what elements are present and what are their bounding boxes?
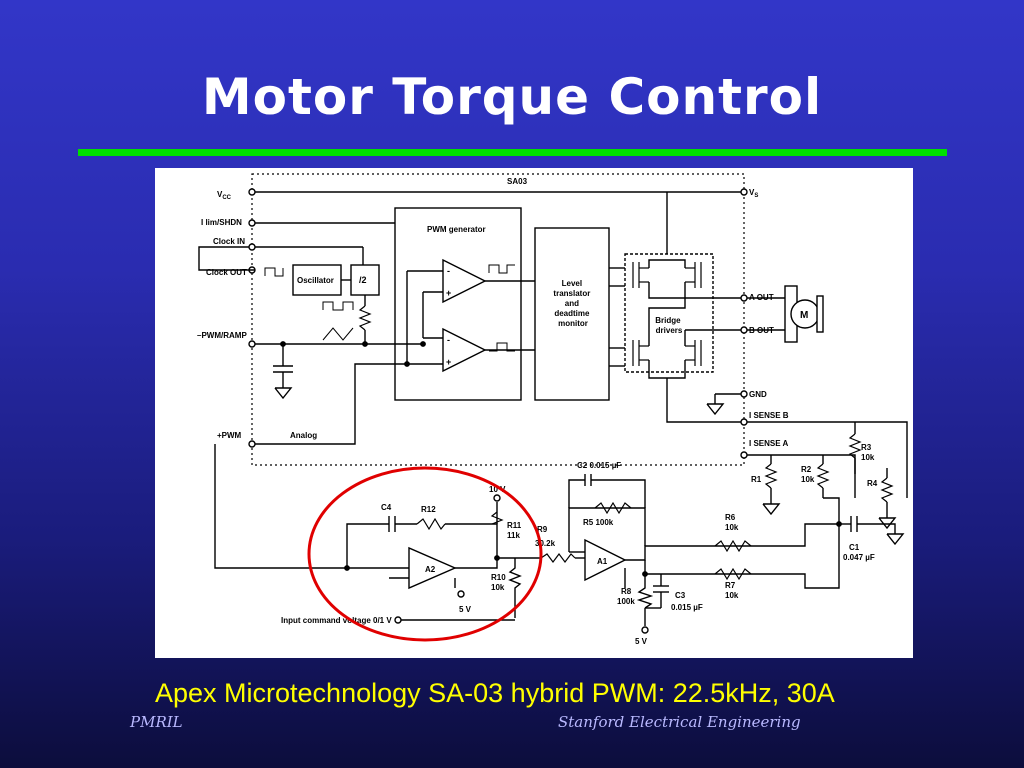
slide-caption: Apex Microtechnology SA-03 hybrid PWM: 2… [155,678,835,708]
divider-label: /2 [359,275,367,285]
svg-text:+: + [446,288,451,298]
pin-ilim-label: I lim/SHDN [201,218,242,227]
r3-value: 10k [861,453,875,462]
c1-value: 0.047 µF [843,553,875,562]
title-underline [78,149,947,156]
level-translator-label: Level translator and deadtime monitor [553,279,592,328]
a1-5v-label: 5 V [635,637,648,646]
r7-label: R7 [725,581,736,590]
bridge-drivers-label: Bridge drivers [655,316,683,335]
motor-label: M [800,310,808,321]
chip-label: SA03 [507,177,528,186]
comparator-lower [442,327,487,373]
opamp-a1 [584,538,627,582]
pwm-generator-label: PWM generator [427,225,486,234]
r8-label: R8 [621,587,632,596]
r8-value: 100k [617,597,635,606]
a2-5v-label: 5 V [459,605,472,614]
r2-label: R2 [801,465,812,474]
pin-pwmplus-label: +PWM [217,431,242,440]
r2-value: 10k [801,475,815,484]
comparator-upper [442,258,487,304]
c3-value: 0.015 µF [671,603,703,612]
pin-vs-label: VS [749,188,758,199]
highlight-circle [307,466,543,642]
pin-clockin-label: Clock IN [213,237,245,246]
bridge-transistors [632,262,702,366]
c1-label: C1 [849,543,860,552]
a2-label: A2 [425,565,436,574]
svg-text:-: - [447,266,450,276]
pin-vcc-label: VCC [217,190,232,201]
slide-title: Motor Torque Control [201,68,823,126]
svg-text:+: + [446,357,451,367]
r9-label: R9 [537,525,548,534]
r12-label: R12 [421,505,436,514]
sa03-boundary [251,173,745,466]
r7-value: 10k [725,591,739,600]
r11-value: 11k [507,531,520,540]
r3-label: R3 [861,443,872,452]
r11-label: R11 [507,521,522,530]
r5-label: R5 100k [583,518,614,527]
c4-label: C4 [381,503,392,512]
svg-text:-: - [447,335,450,345]
pin-gnd-label: GND [749,390,767,399]
oscillator-label: Oscillator [297,276,334,285]
c3-label: C3 [675,591,686,600]
right-pin-labels: VS A OUT B OUT GND I SENSE B I SENSE A [749,188,789,448]
r10-value: 10k [491,583,505,592]
bridge-drivers-block [624,253,714,373]
footer-right: Stanford Electrical Engineering [558,713,801,731]
pin-pwmramp-label: –PWM/RAMP [197,331,247,340]
level-translator-block [534,227,610,401]
r6-label: R6 [725,513,736,522]
left-pin-labels: VCC I lim/SHDN Clock IN Clock OUT –PWM/R… [197,190,317,440]
input-command-label: Input command voltage 0/1 V [281,616,392,625]
r6-value: 10k [725,523,739,532]
pin-isenseb-label: I SENSE B [749,411,789,420]
footer-left: PMRIL [130,713,183,731]
pin-isensea-label: I SENSE A [749,439,788,448]
circuit-diagram: SA03 VCC I lim/SHDN Clock IN Clock OUT –… [155,168,913,658]
analog-label: Analog [290,431,317,440]
r9-value: 30.2k [535,539,556,548]
r1-label: R1 [751,475,762,484]
pin-clockout-label: Clock OUT [206,268,247,277]
v10-label: 10 V [489,485,506,494]
c2-label: C2 0.015 µF [577,461,621,470]
r4-label: R4 [867,479,878,488]
pwm-generator-block [394,207,522,401]
a1-label: A1 [597,557,608,566]
r10-label: R10 [491,573,506,582]
